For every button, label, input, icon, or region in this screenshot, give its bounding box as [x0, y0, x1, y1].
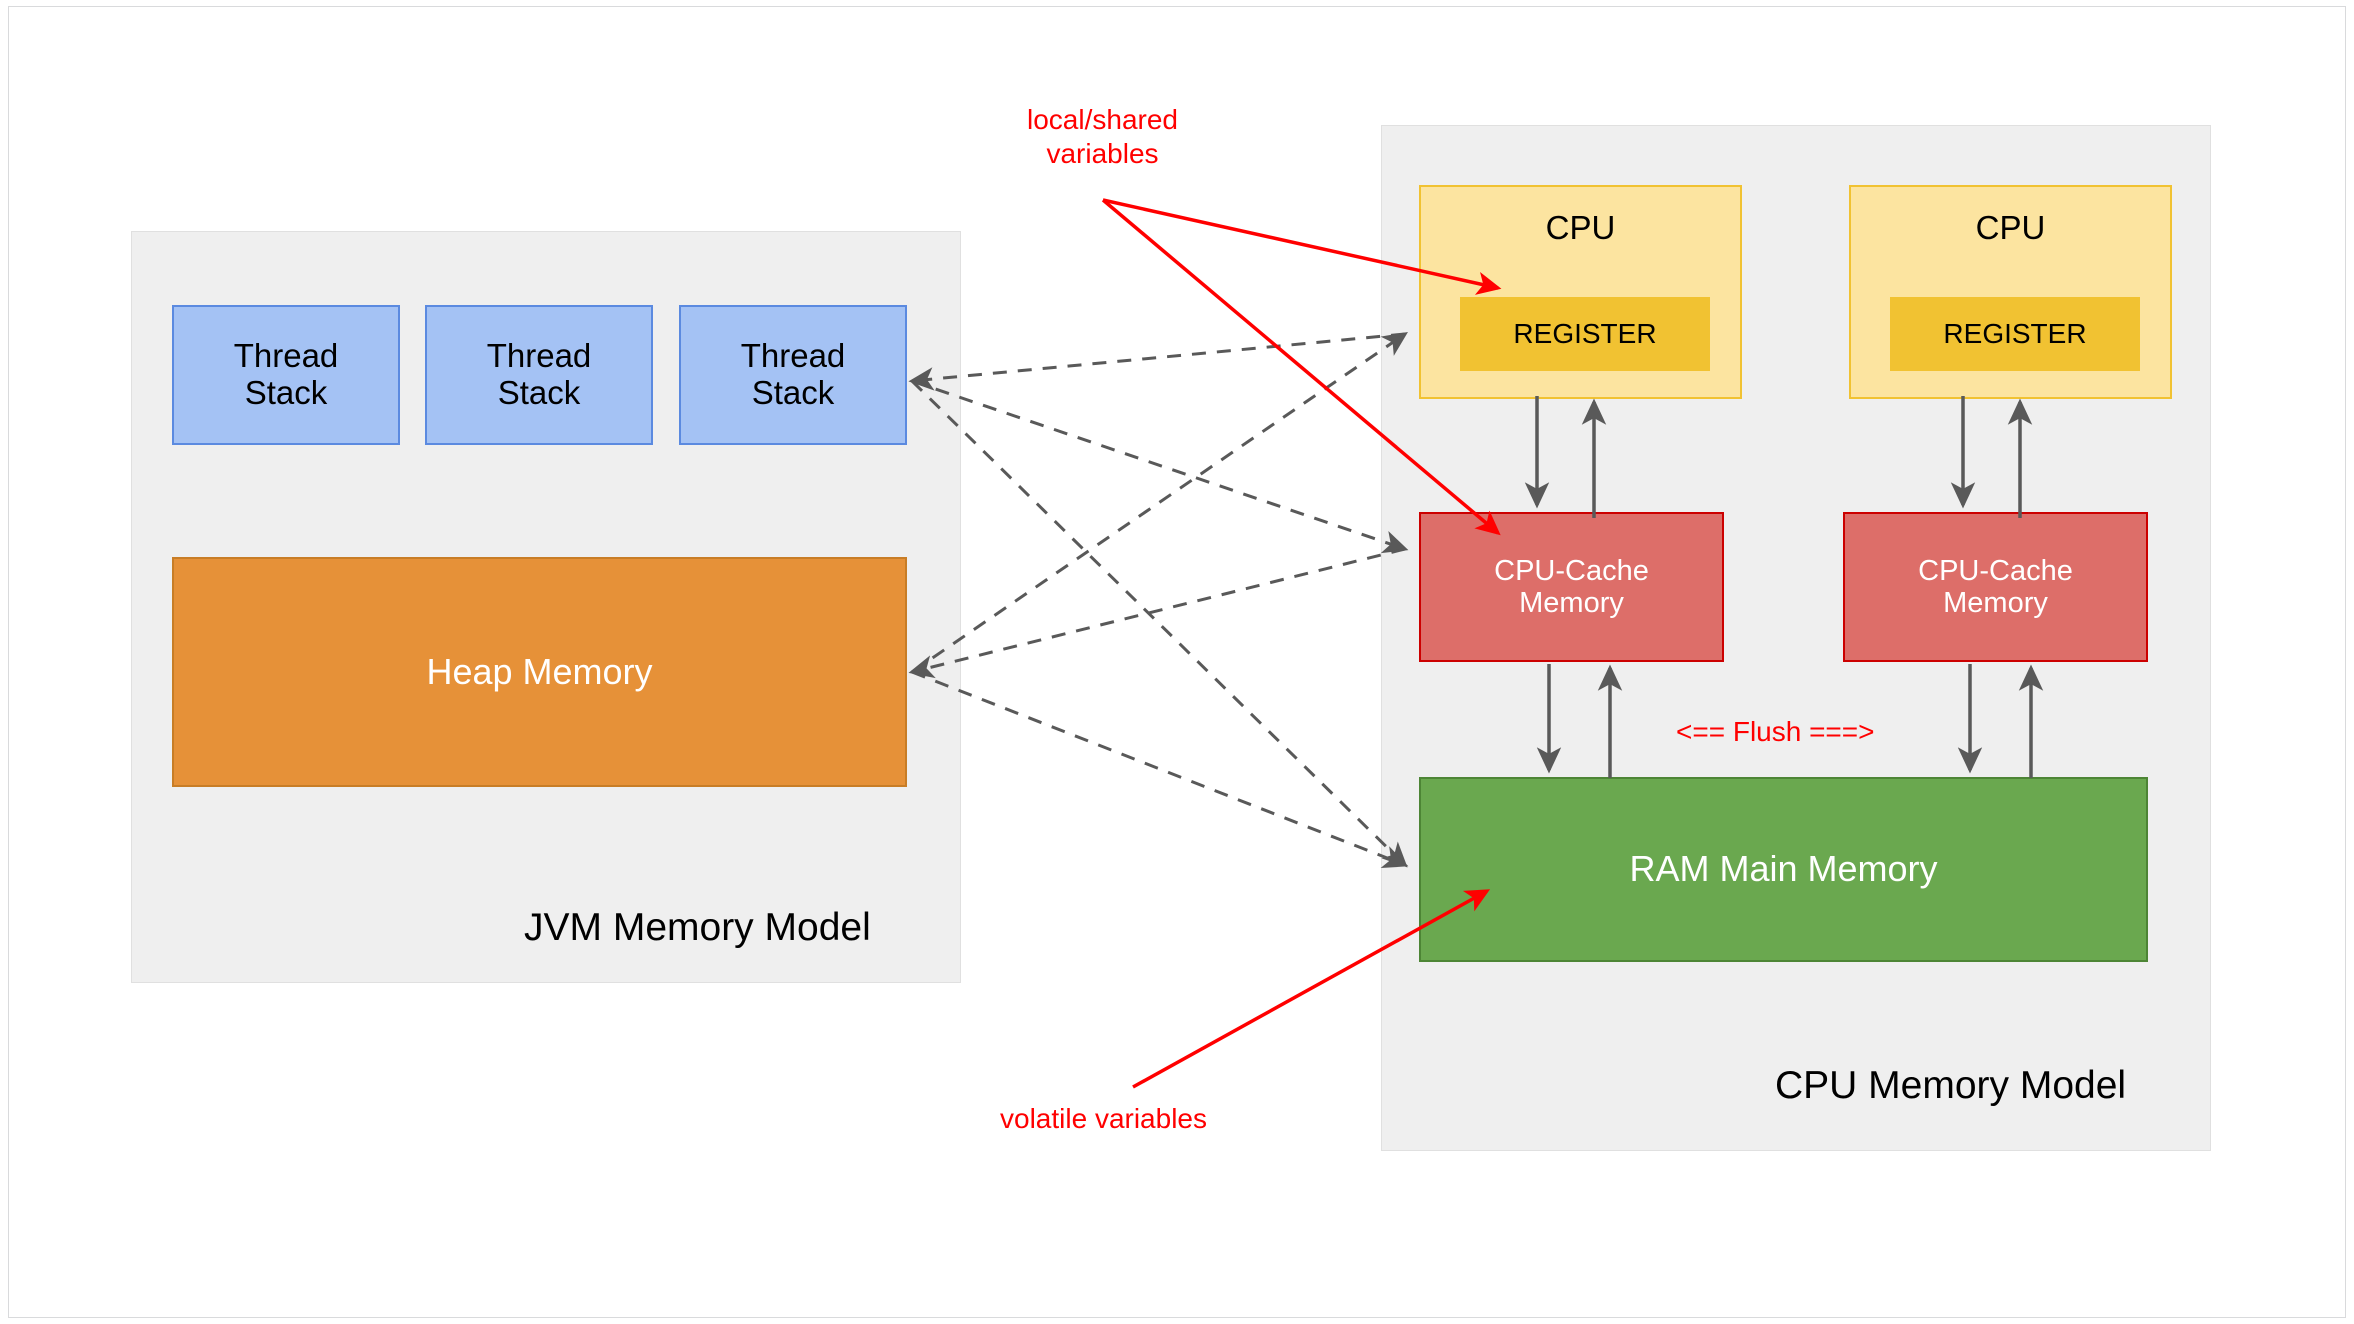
thread-stack-box-2[interactable]: Thread Stack	[425, 305, 653, 445]
thread-stack-box-1[interactable]: Thread Stack	[172, 305, 400, 445]
jvm-panel-title: JVM Memory Model	[524, 906, 871, 949]
cpu-box-2[interactable]: CPU REGISTER	[1849, 185, 2172, 399]
annotation-volatile-variables: volatile variables	[1000, 1103, 1207, 1134]
heap-memory-box[interactable]: Heap Memory	[172, 557, 907, 787]
cpu-panel-title: CPU Memory Model	[1775, 1064, 2127, 1107]
register-box-2[interactable]: REGISTER	[1890, 297, 2140, 371]
register-box-1[interactable]: REGISTER	[1460, 297, 1710, 371]
cpu-label-2: CPU	[1975, 209, 2046, 246]
ram-main-memory-box[interactable]: RAM Main Memory	[1419, 777, 2148, 962]
flush-label: <== Flush ===>	[1676, 716, 1875, 747]
cpu-box-1[interactable]: CPU REGISTER	[1419, 185, 1742, 399]
cpu-label-1: CPU	[1545, 209, 1616, 246]
annotation-local-shared-variables: local/shared variables	[1027, 104, 1178, 170]
thread-stack-box-3[interactable]: Thread Stack	[679, 305, 907, 445]
cpu-cache-box-2[interactable]: CPU-Cache Memory	[1843, 512, 2148, 662]
cpu-cache-box-1[interactable]: CPU-Cache Memory	[1419, 512, 1724, 662]
